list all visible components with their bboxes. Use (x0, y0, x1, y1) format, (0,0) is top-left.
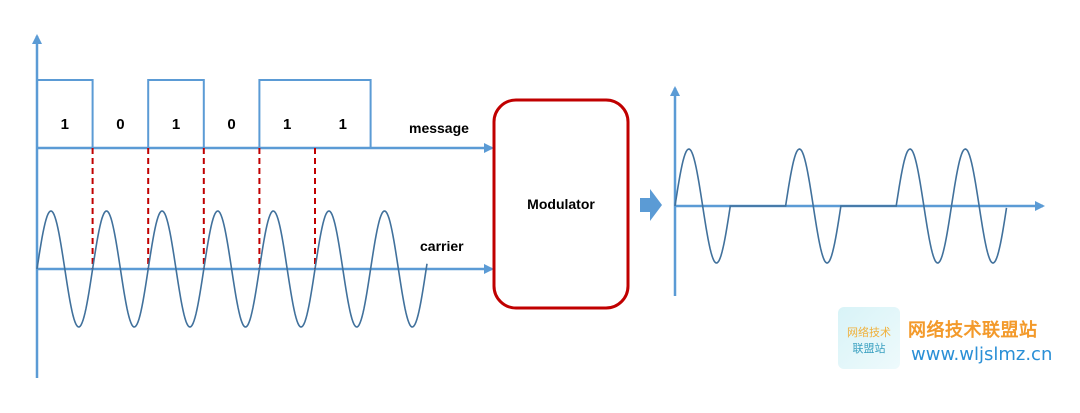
bit-label: 0 (227, 116, 235, 133)
bit-label: 1 (339, 116, 347, 133)
output-arrow-icon (640, 189, 662, 221)
bit-boundary-dashes (91, 148, 316, 269)
modulator-label: Modulator (527, 196, 595, 212)
bit-label: 0 (116, 116, 124, 133)
bit-label: 1 (172, 116, 180, 133)
carrier-label: carrier (420, 238, 464, 254)
bit-labels: 1 0 1 0 1 1 (61, 116, 347, 133)
modulator-box (492, 98, 630, 310)
watermark-title: 网络技术联盟站 (908, 320, 1038, 341)
carrier-sine-wave (36, 210, 428, 328)
watermark-logo-line2: 联盟站 (852, 342, 886, 355)
ask-output-wave (674, 148, 1008, 264)
message-square-wave (37, 79, 372, 149)
bit-label: 1 (61, 116, 69, 133)
message-label: message (409, 120, 469, 136)
watermark-url: www.wljslmz.cn (911, 344, 1053, 365)
bit-label: 1 (283, 116, 291, 133)
watermark-logo: 网络技术 联盟站 (838, 307, 900, 369)
watermark-logo-line1: 网络技术 (847, 326, 891, 339)
